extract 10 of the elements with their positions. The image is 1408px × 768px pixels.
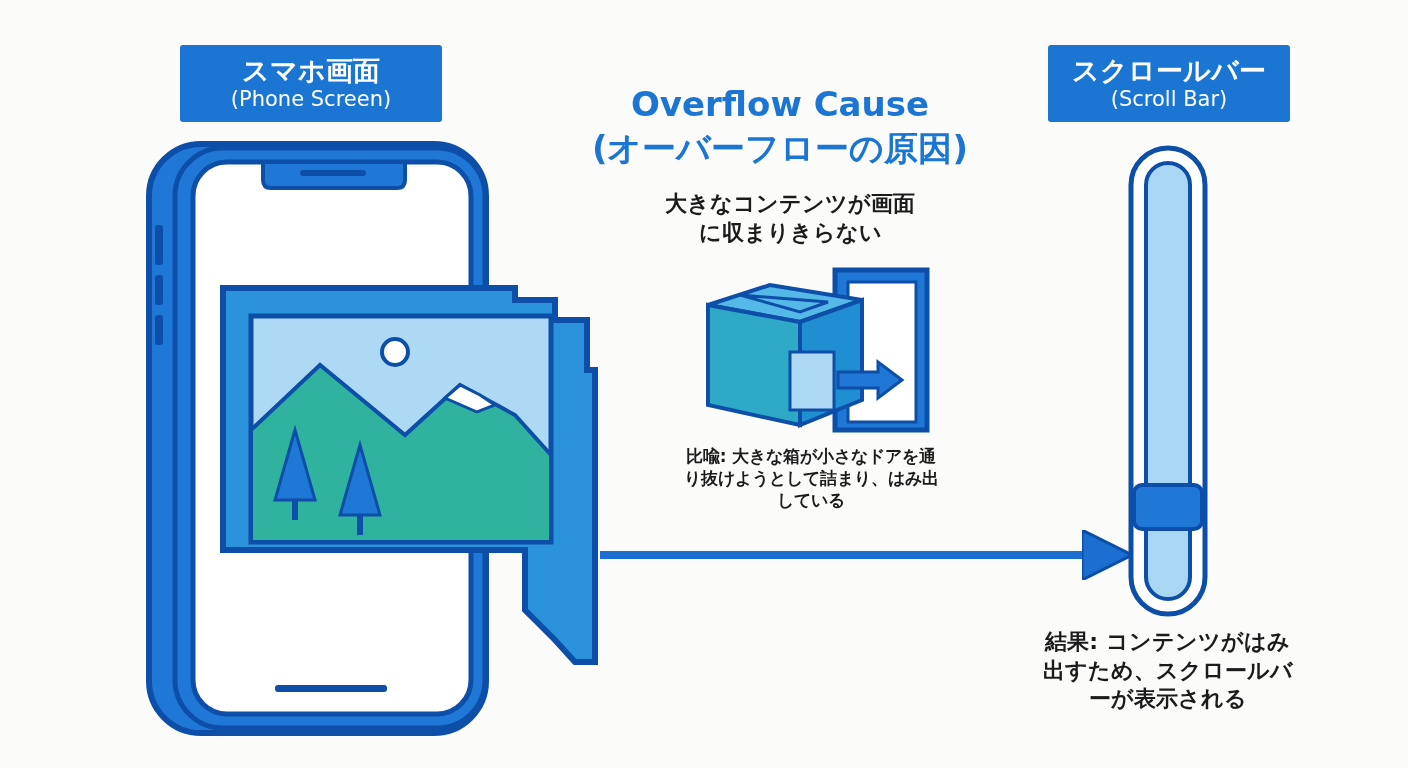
subtitle-text: (Phone Screen) bbox=[230, 87, 392, 113]
label-box bbox=[180, 45, 442, 122]
result-text: 結果: コンテンツがはみ出すため、スクロールバーが表示される bbox=[1041, 628, 1294, 714]
metaphor-text: 比喩: 大きな箱が小さなドアを通り抜けようとして詰まり、はみ出している bbox=[682, 445, 940, 512]
title: Overflow Cause (オーバーフローの原因) bbox=[590, 83, 970, 171]
heading-text: スマホ画面 bbox=[242, 54, 380, 88]
subtitle-text: (Scroll Bar) bbox=[1110, 87, 1228, 113]
heading-text: スクロールバー bbox=[1072, 54, 1266, 88]
cause-text: 大きなコンテンツが画面に収まりきらない bbox=[664, 190, 916, 247]
label-box bbox=[1048, 45, 1290, 122]
